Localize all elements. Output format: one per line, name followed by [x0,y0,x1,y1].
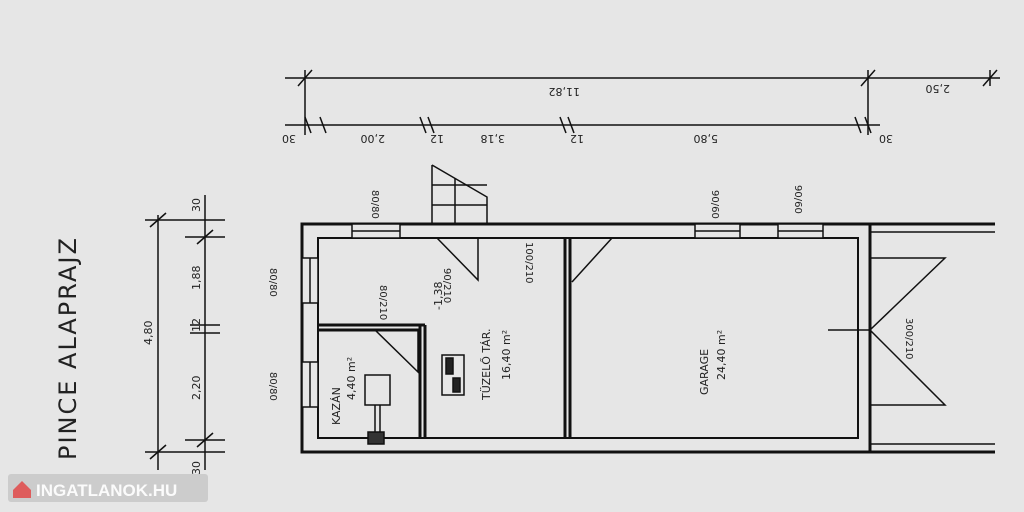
door-label: 300/210 [903,318,914,360]
window-label: 90/60 [792,185,803,214]
plan-title: PINCE ALAPRAJZ [54,236,82,460]
door-label: 90/210 [441,268,452,303]
dim-left-a: 30 [190,198,203,212]
door-label: 80/210 [377,285,388,320]
dim-top-g: 30 [879,132,893,145]
room-name-garage: GARAGE [698,349,711,395]
window-label: 80/80 [267,268,278,297]
room-area-garage: 24,40 m² [715,330,728,380]
watermark-text: INGATLANOK.HU [36,481,177,500]
dim-extension: 2,50 [926,82,951,95]
dim-overall-width: 4,80 [142,321,155,346]
dim-top-f: 5,80 [694,132,719,145]
dim-top-a: 30 [282,132,296,145]
dim-top-e: 12 [570,132,584,145]
dim-top-c: 12 [430,132,444,145]
room-name-fuel: TÜZELŐ TÁR. [479,329,493,401]
chimney [441,354,465,396]
level-label: -1,38 [432,282,445,310]
boiler [364,374,391,445]
watermark-logo: INGATLANOK.HU [8,474,208,502]
window-label: 80/80 [267,372,278,401]
top-dimensions [285,69,1000,135]
dim-top-d: 3,18 [481,132,506,145]
staircase [431,164,488,225]
dim-left-d: 2,20 [190,376,203,401]
window-label: 90/60 [709,190,720,219]
dim-overall-length: 11,82 [549,85,581,98]
left-dimensions [145,195,225,470]
dim-left-e: 30 [190,461,203,475]
dim-left-b: 1,88 [190,266,203,291]
doors [374,237,947,406]
room-area-boiler: 4,40 m² [345,357,358,400]
dim-top-b: 2,00 [361,132,386,145]
window-label: 80/80 [369,190,380,219]
door-label: 100/210 [523,242,534,284]
windows [301,223,824,408]
room-name-boiler: KAZÁN [330,387,343,425]
room-area-fuel: 16,40 m² [500,330,513,380]
dim-left-c: 12 [190,318,203,332]
